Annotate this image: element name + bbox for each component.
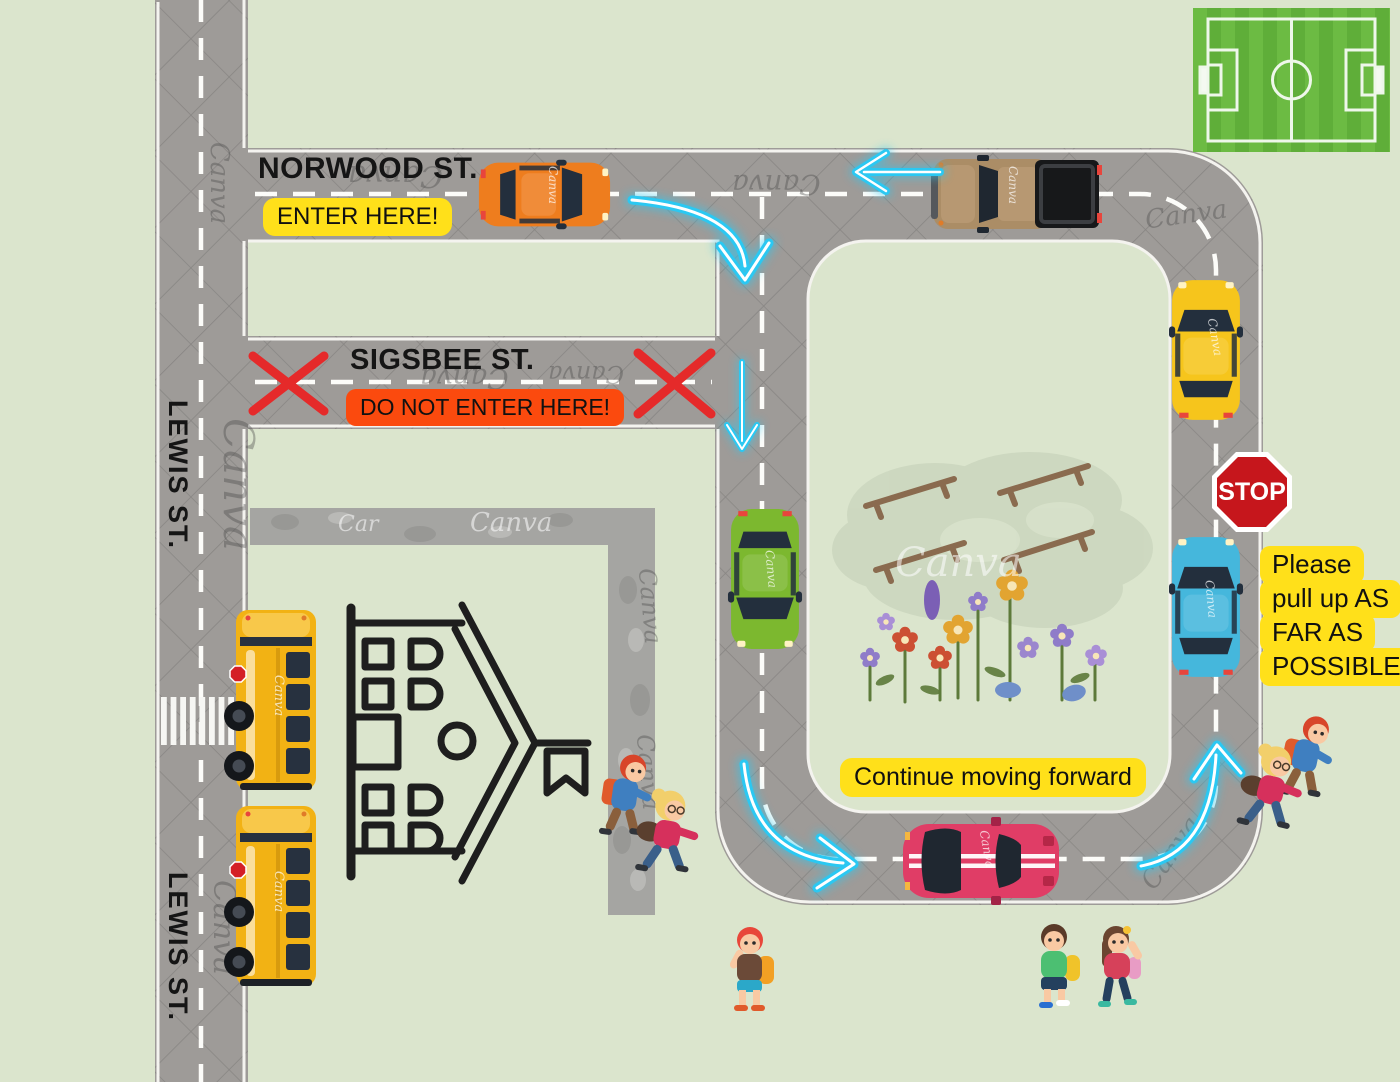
blue-car [1169, 537, 1243, 677]
pink-sports-car [903, 817, 1059, 905]
boy-waving-bottom [729, 927, 774, 1011]
do-not-enter-label: DO NOT ENTER HERE! [346, 389, 625, 426]
lewis-street-label-upper: LEWIS ST. [163, 400, 193, 551]
school-bus-2 [224, 805, 317, 987]
school-bus-1 [224, 609, 317, 791]
pull-up-line: POSSIBLE [1260, 648, 1400, 686]
kids-pair-bottom-right [1039, 924, 1142, 1008]
bottom-left-curve-arrow [737, 757, 861, 895]
sigsbee-street-label: SIGSBEE ST. [350, 344, 535, 376]
pull-up-line: Please [1260, 546, 1364, 584]
enter-curve-arrow [625, 193, 776, 287]
traffic-flow-arrows [625, 147, 1248, 895]
red-x-marks [248, 348, 716, 419]
stone-walking-path [250, 508, 655, 915]
kids-pair-school-path [596, 751, 707, 881]
brown-pickup-truck [931, 155, 1102, 233]
school-building-outline [346, 601, 592, 885]
enter-here-label: ENTER HERE! [263, 198, 453, 236]
stop-sign: STOP [1212, 452, 1292, 532]
pull-up-label: Please pull up AS FAR AS POSSIBLE [1260, 546, 1400, 686]
green-car [727, 509, 803, 649]
stop-sign-face: STOP [1217, 457, 1287, 527]
flower-bed [860, 569, 1107, 704]
bottom-right-up-arrow [1134, 738, 1248, 873]
pull-up-line: FAR AS [1260, 614, 1376, 652]
yellow-car [1169, 280, 1243, 420]
orange-car [478, 159, 611, 230]
mid-down-arrow [722, 357, 762, 454]
lewis-street-label-lower: LEWIS ST. [163, 872, 193, 1023]
norwood-street-label: NORWOOD ST. [258, 152, 478, 185]
stop-sign-text: STOP [1218, 477, 1286, 506]
shrub-area [832, 452, 1153, 628]
continue-forward-label: Continue moving forward [840, 758, 1146, 797]
pull-up-line: pull up AS [1260, 580, 1400, 618]
soccer-field [1193, 8, 1390, 152]
road-edge-lines [156, 0, 1262, 1082]
exit-west-arrow [850, 147, 946, 197]
benches [863, 463, 1095, 584]
